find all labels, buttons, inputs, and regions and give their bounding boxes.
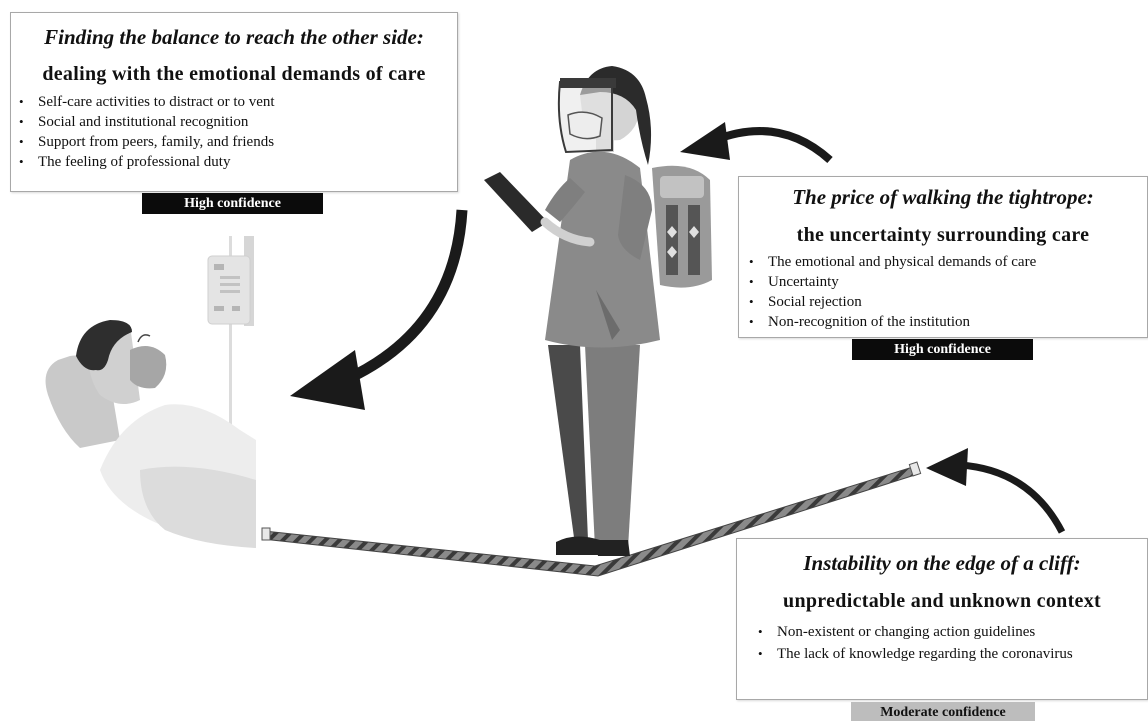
confidence-badge-uncertainty: High confidence [852,339,1033,360]
list-item: The emotional and physical demands of ca… [749,252,1147,272]
box-uncertainty-list: The emotional and physical demands of ca… [749,252,1147,332]
list-item: Support from peers, family, and friends [19,132,457,152]
box-emotional-demands-subtitle: dealing with the emotional demands of ca… [42,63,426,85]
patient-in-bed-illustration [45,320,256,548]
box-emotional-demands-title: Finding the balance to reach the other s… [44,25,424,49]
confidence-badge-emotional-demands: High confidence [142,193,323,214]
iv-bag-icon [207,236,254,426]
box-instability-subtitle: unpredictable and unknown context [783,590,1101,612]
list-item: The lack of knowledge regarding the coro… [758,643,1147,665]
list-item: Non-recognition of the institution [749,312,1147,332]
box-emotional-demands-list: Self-care activities to distract or to v… [19,92,457,172]
list-item: Social rejection [749,292,1147,312]
arrow-to-patient [290,209,468,410]
box-instability: Instability on the edge of a cliff: unpr… [736,538,1148,700]
arrow-to-nurse [680,122,833,163]
list-item: Uncertainty [749,272,1147,292]
box-emotional-demands: Finding the balance to reach the other s… [10,12,458,192]
box-instability-list: Non-existent or changing action guidelin… [758,621,1147,665]
list-item: Social and institutional recognition [19,112,457,132]
confidence-badge-instability: Moderate confidence [851,702,1035,721]
list-item: Self-care activities to distract or to v… [19,92,457,112]
tightrope-illustration [261,461,922,577]
list-item: Non-existent or changing action guidelin… [758,621,1147,643]
box-uncertainty: The price of walking the tightrope: the … [738,176,1148,338]
box-instability-title: Instability on the edge of a cliff: [803,551,1081,575]
box-uncertainty-title: The price of walking the tightrope: [792,185,1094,209]
arrow-to-rope [926,448,1066,534]
nurse-with-clipboard-illustration [484,66,712,556]
box-uncertainty-subtitle: the uncertainty surrounding care [796,224,1090,246]
list-item: The feeling of professional duty [19,152,457,172]
